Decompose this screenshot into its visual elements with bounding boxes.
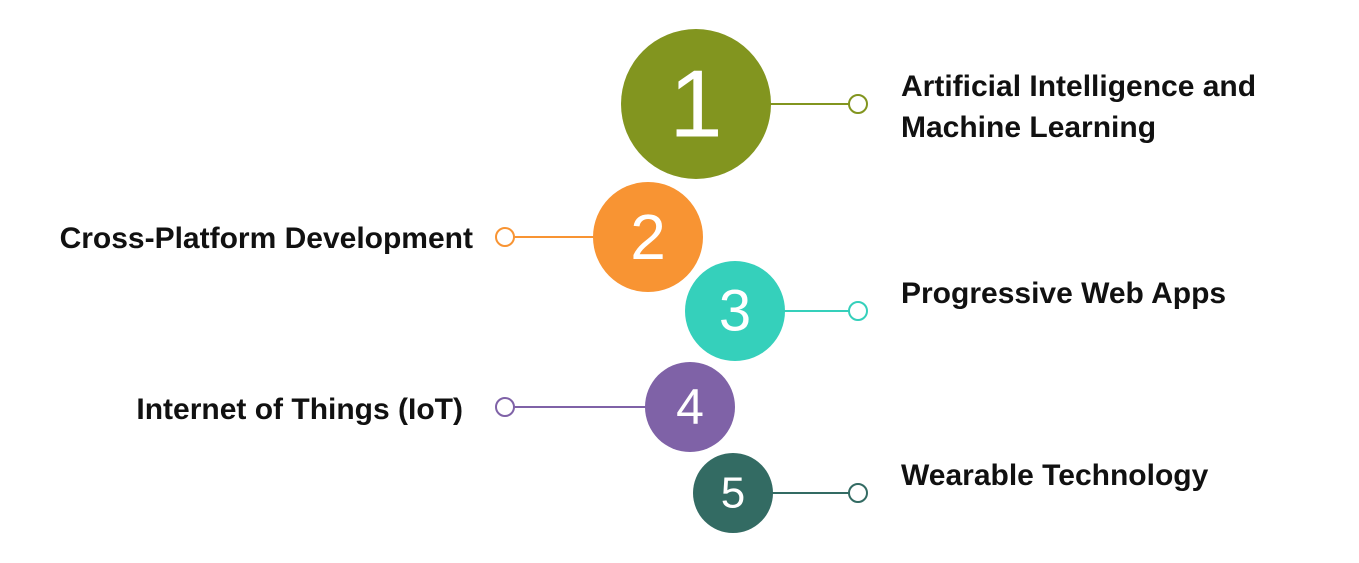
number-5: 5 (721, 469, 745, 518)
number-3: 3 (719, 279, 751, 344)
number-circle-5 (693, 453, 773, 533)
label-5: Wearable Technology (901, 459, 1209, 492)
trend-item-1: 1 Artificial Intelligence and Machine Le… (621, 29, 1264, 179)
label-3: Progressive Web Apps (901, 277, 1226, 310)
number-circle-4 (645, 362, 735, 452)
connector-end-1 (848, 94, 868, 114)
trend-item-5: 5 Wearable Technology (693, 453, 1209, 533)
label-2: Cross-Platform Development (60, 222, 473, 255)
number-circle-1 (621, 29, 771, 179)
connector-end-5 (848, 483, 868, 503)
connector-end-2 (495, 227, 515, 247)
number-circle-3 (685, 261, 785, 361)
number-circle-2 (593, 182, 703, 292)
number-4: 4 (676, 379, 704, 435)
connector-end-4 (495, 397, 515, 417)
trend-item-4: 4 Internet of Things (IoT) (136, 362, 735, 452)
label-1: Artificial Intelligence and Machine Lear… (901, 70, 1264, 144)
connector-end-3 (848, 301, 868, 321)
trend-item-3: 3 Progressive Web Apps (685, 261, 1226, 361)
label-4: Internet of Things (IoT) (136, 393, 463, 426)
number-2: 2 (630, 201, 666, 273)
trend-item-2: 2 Cross-Platform Development (60, 182, 703, 292)
number-1: 1 (669, 51, 722, 158)
